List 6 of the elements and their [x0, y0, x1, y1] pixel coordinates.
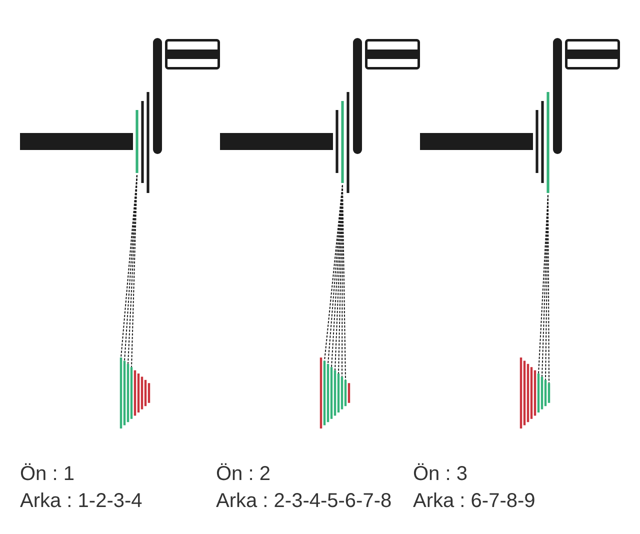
front-gear-label: Ön : 3	[413, 462, 468, 486]
rear-gear-label: Arka : 6-7-8-9	[413, 489, 536, 513]
rear-gear-label: Arka : 2-3-4-5-6-7-8	[216, 489, 392, 513]
rear-gear-label: Arka : 1-2-3-4	[20, 489, 142, 513]
front-gear-label: Ön : 1	[20, 462, 74, 486]
front-gear-label: Ön : 2	[216, 462, 270, 486]
